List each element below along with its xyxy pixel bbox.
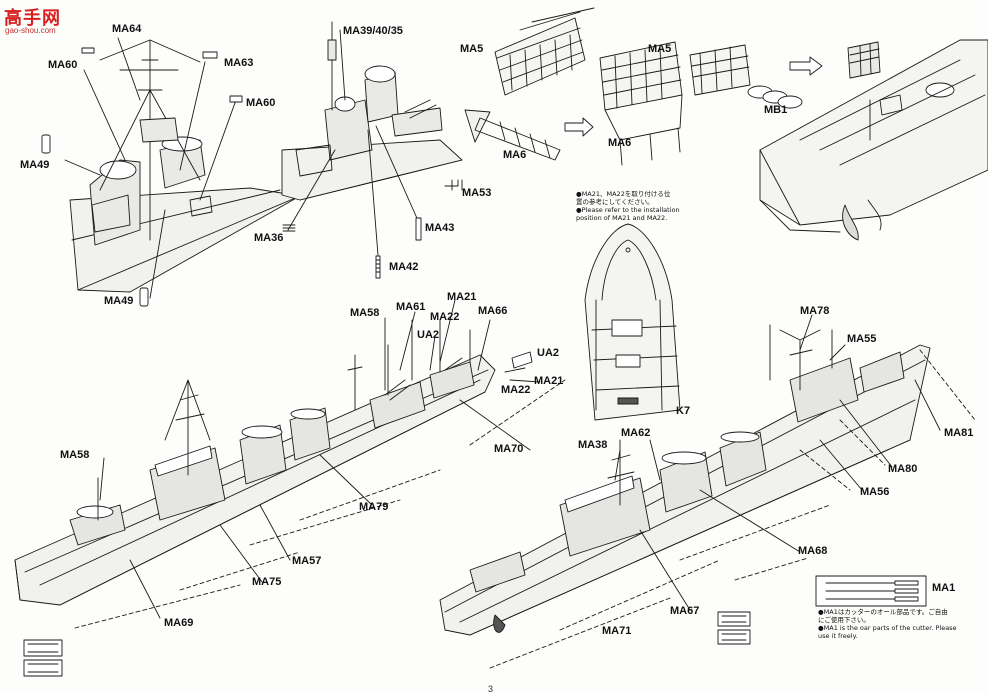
label-ma69: MA69 xyxy=(164,617,194,629)
label-ma49-b: MA49 xyxy=(104,295,134,307)
label-ma36: MA36 xyxy=(254,232,284,244)
bridge-detail-drawing xyxy=(281,21,463,279)
label-ma56: MA56 xyxy=(860,486,890,498)
label-ua2-b: UA2 xyxy=(537,347,560,359)
label-ma60: MA60 xyxy=(48,59,78,71)
k7-note-en-1: ●Please refer to the installation xyxy=(576,206,680,214)
label-ma63: MA63 xyxy=(224,57,254,69)
k7-note: ●MA21、MA22を取り付ける位 置の参考にしてください。 ●Please r… xyxy=(576,190,680,222)
label-ma22-b: MA22 xyxy=(501,384,531,396)
railing-ma56 xyxy=(799,449,851,491)
label-ma58: MA58 xyxy=(350,307,380,319)
label-ma66: MA66 xyxy=(478,305,508,317)
watermark-name: 高手网 xyxy=(4,8,61,29)
label-k7: K7 xyxy=(676,405,691,417)
watermark-url: gao-shou.com xyxy=(5,26,56,35)
railing-ma80 xyxy=(839,419,886,466)
label-ma38: MA38 xyxy=(578,439,608,451)
ma1-note-jp-2: にご使用下さい。 xyxy=(818,616,870,624)
railing-ma81 xyxy=(919,349,976,421)
label-ma22: MA22 xyxy=(430,311,460,323)
watermark-logo: 高手网 gao-shou.com xyxy=(4,4,86,40)
label-ma5: MA5 xyxy=(460,43,484,55)
k7-deck-drawing xyxy=(584,223,681,421)
label-ma55: MA55 xyxy=(847,333,877,345)
label-ma68: MA68 xyxy=(798,545,828,557)
label-ma58-b: MA58 xyxy=(60,449,90,461)
railing-ma70 xyxy=(469,379,566,446)
label-ma43: MA43 xyxy=(425,222,455,234)
label-ma81: MA81 xyxy=(944,427,974,439)
railing-ma69 xyxy=(74,584,241,629)
label-ma53: MA53 xyxy=(462,187,492,199)
k7-note-en-2: position of MA21 and MA22. xyxy=(576,214,668,222)
railing-ma57 xyxy=(249,499,401,546)
railing-ma67 xyxy=(559,559,721,631)
label-ma67: MA67 xyxy=(670,605,700,617)
label-mb1: MB1 xyxy=(764,104,788,116)
label-ma62: MA62 xyxy=(621,427,651,439)
ma1-note-en-1: ●MA1 is the oar parts of the cutter. Ple… xyxy=(818,624,957,632)
mast-detail-drawing xyxy=(41,37,301,307)
label-ma21: MA21 xyxy=(447,291,477,303)
label-ma80: MA80 xyxy=(888,463,918,475)
railing-ma75 xyxy=(179,551,301,591)
railing-ma68 xyxy=(679,504,831,561)
label-ma78: MA78 xyxy=(800,305,830,317)
label-ma60-b: MA60 xyxy=(246,97,276,109)
label-ma6: MA6 xyxy=(503,149,527,161)
railing-ma71 xyxy=(489,597,671,669)
label-ma75: MA75 xyxy=(252,576,282,588)
right-ship-drawing xyxy=(439,314,976,669)
railing-ma79 xyxy=(299,469,441,521)
label-ma6-b: MA6 xyxy=(608,137,632,149)
label-ma5-b: MA5 xyxy=(648,43,672,55)
label-ma64: MA64 xyxy=(112,23,142,35)
label-ma42: MA42 xyxy=(389,261,419,273)
label-ma1: MA1 xyxy=(932,582,956,594)
label-ma61: MA61 xyxy=(396,301,426,313)
cage-assembly-drawing xyxy=(464,7,881,166)
page-number: 3 xyxy=(488,684,494,694)
label-ma21-b: MA21 xyxy=(534,375,564,387)
label-ma39: MA39/40/35 xyxy=(343,25,403,37)
label-ma49: MA49 xyxy=(20,159,50,171)
oar-parts-drawing xyxy=(815,575,927,607)
ma1-note: ●MA1はカッターのオール部品です。ご自由 にご使用下さい。 ●MA1 is t… xyxy=(818,608,957,640)
label-ma79: MA79 xyxy=(359,501,389,513)
label-ma57: MA57 xyxy=(292,555,322,567)
ma1-note-en-2: use it freely. xyxy=(818,632,858,640)
left-ship-drawing xyxy=(14,299,566,677)
k7-note-jp-1: ●MA21、MA22を取り付ける位 xyxy=(576,190,671,198)
ma1-note-jp-1: ●MA1はカッターのオール部品です。ご自由 xyxy=(818,608,948,616)
stern-deck-drawing xyxy=(759,39,988,241)
label-ma70: MA70 xyxy=(494,443,524,455)
label-ua2: UA2 xyxy=(417,329,440,341)
label-ma71: MA71 xyxy=(602,625,632,637)
k7-note-jp-2: 置の参考にしてください。 xyxy=(576,198,654,206)
